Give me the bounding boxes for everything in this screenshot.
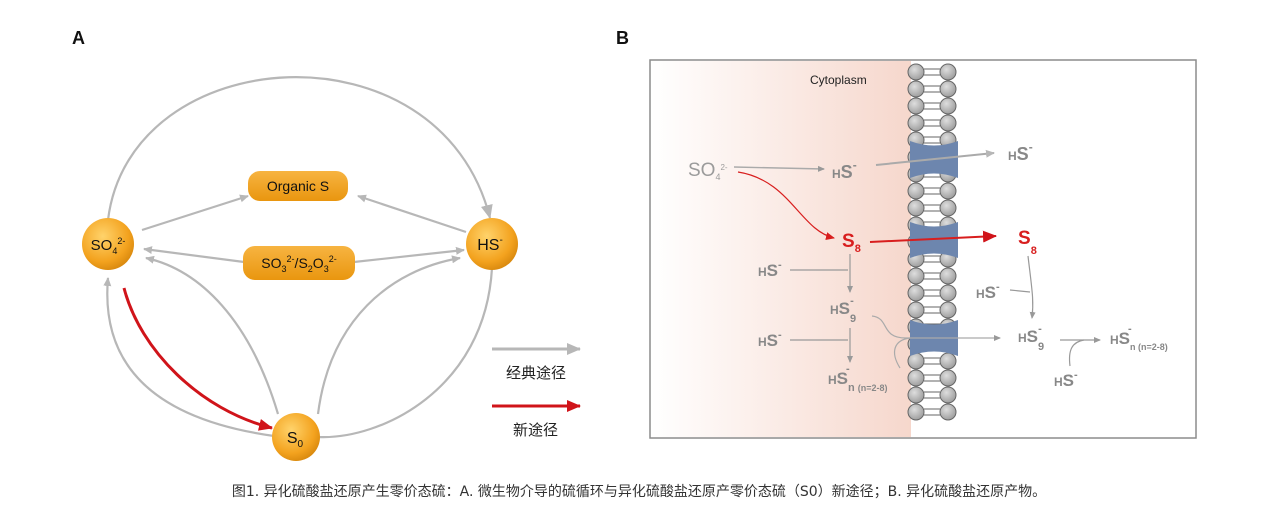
- species-hs-in: HS-: [832, 158, 857, 182]
- svg-text:S0: S0: [287, 430, 304, 450]
- arrow-hs9-export: [871, 315, 1001, 341]
- svg-text:SO32-/S2O32-: SO32-/S2O32-: [261, 254, 336, 274]
- lipid-head: [939, 80, 957, 98]
- species-hs-a: HS-: [758, 259, 782, 280]
- lipid-head: [907, 369, 925, 387]
- lipid-head: [907, 182, 925, 200]
- node-hs: HS-: [466, 218, 518, 270]
- lipid-head: [907, 386, 925, 404]
- panel-b: B Cytoplasm: [616, 28, 1197, 439]
- species-hs-out: HS-: [1008, 140, 1033, 164]
- species-hs-c: HS-: [976, 281, 1000, 302]
- arrow-sulfite-to-so4: [143, 246, 245, 264]
- lipid-head: [939, 284, 957, 302]
- lipid-head: [907, 114, 925, 132]
- cytoplasm-label: Cytoplasm: [810, 73, 867, 87]
- lipid-head: [939, 199, 957, 217]
- node-sulfite-thiosulfate: SO32-/S2O32-: [243, 246, 355, 280]
- lipid-head: [939, 403, 957, 421]
- node-s0: S0: [272, 413, 320, 461]
- arrow-out-hs-join: [1009, 289, 1031, 293]
- lipid-head: [939, 369, 957, 387]
- species-hs-d: HS-: [1054, 369, 1078, 390]
- arrow-sulfite-to-hs: [353, 246, 465, 264]
- arrow-hs-to-organic: [357, 194, 467, 234]
- node-so4: SO42-: [82, 218, 134, 270]
- lipid-head: [907, 80, 925, 98]
- arrow-so4-to-s8: [737, 171, 835, 241]
- panel-b-arrows: [733, 149, 1101, 369]
- legend-new-label: 新途径: [513, 422, 558, 439]
- lipid-head: [939, 97, 957, 115]
- species-hs-b: HS-: [758, 329, 782, 350]
- lipid-head: [907, 301, 925, 319]
- channel-middle: [910, 222, 958, 258]
- arrow-so4-to-hs-top: [106, 76, 493, 221]
- lipid-head: [939, 182, 957, 200]
- lipid-head: [939, 352, 957, 370]
- species-so4: SO42-: [688, 160, 728, 182]
- figure-caption: 图1. 异化硫酸盐还原产生零价态硫：A. 微生物介导的硫循环与异化硫酸盐还原产零…: [231, 484, 1047, 500]
- panel-a-label: A: [72, 28, 85, 48]
- arrow-out-hs-join-2: [1068, 339, 1085, 367]
- species-hs9-out: HS9-: [1018, 323, 1044, 353]
- classic-pathways: [103, 76, 494, 439]
- svg-text:HS-: HS-: [477, 235, 503, 254]
- lipid-head: [939, 267, 957, 285]
- lipid-head: [907, 199, 925, 217]
- arrow-hsn-export: [893, 337, 911, 369]
- arrow-s0-to-so4-inner: [145, 255, 280, 415]
- panel-b-species: SO42- HS- HS- S8 S8 HS- HS9- HS-: [688, 140, 1168, 394]
- species-hsn-out-sup: -: [1128, 323, 1132, 335]
- cytoplasm-region: [651, 61, 911, 437]
- species-s8-in: S8: [842, 231, 861, 255]
- lipid-head: [907, 403, 925, 421]
- lipid-head: [939, 301, 957, 319]
- arrow-s0-to-hs-inner: [316, 255, 461, 415]
- svg-text:Organic S: Organic S: [267, 178, 329, 194]
- arrow-out-s8-to-hs9: [1027, 255, 1036, 319]
- species-hsn-out: HSn (n=2-8): [1110, 329, 1168, 352]
- lipid-head: [939, 114, 957, 132]
- node-organic-s: Organic S: [248, 171, 348, 201]
- arrow-s0-to-so4-outer: [103, 277, 275, 438]
- arrow-so4-to-organic: [141, 194, 249, 232]
- species-s8-out: S8: [1018, 228, 1037, 257]
- lipid-head: [939, 386, 957, 404]
- panel-a: A SO42- HS-: [72, 28, 581, 461]
- lipid-head: [907, 97, 925, 115]
- species-hs9-in: HS9-: [830, 295, 856, 325]
- lipid-head: [939, 63, 957, 81]
- arrow-so4-to-s0-new: [122, 287, 273, 431]
- panel-b-label: B: [616, 28, 629, 48]
- arrow-hs-to-s0-outer: [317, 267, 494, 439]
- svg-text:SO42-: SO42-: [91, 236, 126, 256]
- lipid-head: [907, 267, 925, 285]
- species-hsn-in-sup: -: [846, 363, 850, 375]
- legend-classic-label: 经典途径: [506, 365, 566, 382]
- species-hsn-in: HSn(n=2-8): [828, 369, 888, 394]
- lipid-head: [907, 284, 925, 302]
- arrow-hs-export: [875, 149, 995, 166]
- lipid-head: [907, 63, 925, 81]
- arrow-s8-export: [869, 230, 997, 243]
- legend: 经典途径 新途径: [492, 343, 581, 439]
- arrow-so4-to-hs: [733, 165, 825, 172]
